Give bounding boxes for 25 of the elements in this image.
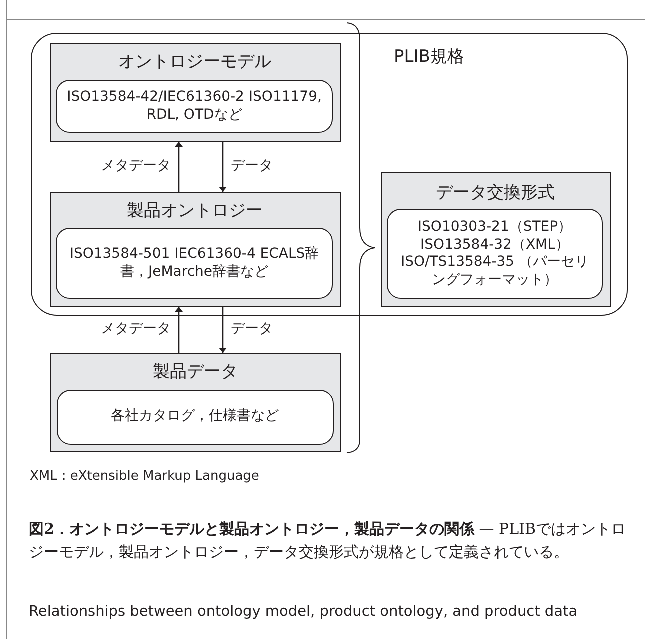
arrow — [176, 142, 182, 192]
category-box — [50, 353, 341, 452]
english-caption: Relationships between ontology model, product ontology, and product data — [29, 604, 578, 620]
footnote: XML：eXtensible Markup Language — [30, 468, 260, 485]
edge-label: メタデータ — [101, 320, 171, 338]
content-box: ISO13584-42/IEC61360-2 ISO11179, RDL, OTDなど — [56, 80, 333, 133]
box-heading: 製品オントロジー — [126, 200, 264, 222]
category-box — [50, 42, 340, 142]
content-box: 各社カタログ，仕様書など — [56, 390, 334, 444]
arrow — [176, 307, 182, 353]
figure-caption: 図2．オントロジーモデルと製品オントロジー，製品データの関係 — PLIBではオントロジーモデル，製品オントロジー，データ交換形式が規格として定義されている。 — [29, 519, 627, 563]
edge-label: データ — [231, 320, 273, 338]
edge-label: データ — [231, 157, 273, 175]
content-box: ISO10303-21（STEP） ISO13584-32（XML） ISO/TS13584-35 （パーセリングフォーマット） — [387, 209, 603, 299]
arrow — [220, 307, 226, 353]
standard-group-frame — [31, 33, 628, 316]
category-box — [380, 172, 610, 306]
arrow — [220, 142, 226, 192]
category-box — [50, 192, 340, 306]
edge-label: メタデータ — [101, 157, 171, 175]
box-heading: オントロジーモデル — [118, 50, 272, 72]
box-heading: データ交換形式 — [435, 182, 556, 204]
group-heading: PLIB規格 — [394, 46, 464, 68]
content-box: ISO13584-501 IEC61360-4 ECALS辞書，JeMarche辞書など — [56, 228, 333, 299]
box-heading: 製品データ — [152, 361, 239, 383]
